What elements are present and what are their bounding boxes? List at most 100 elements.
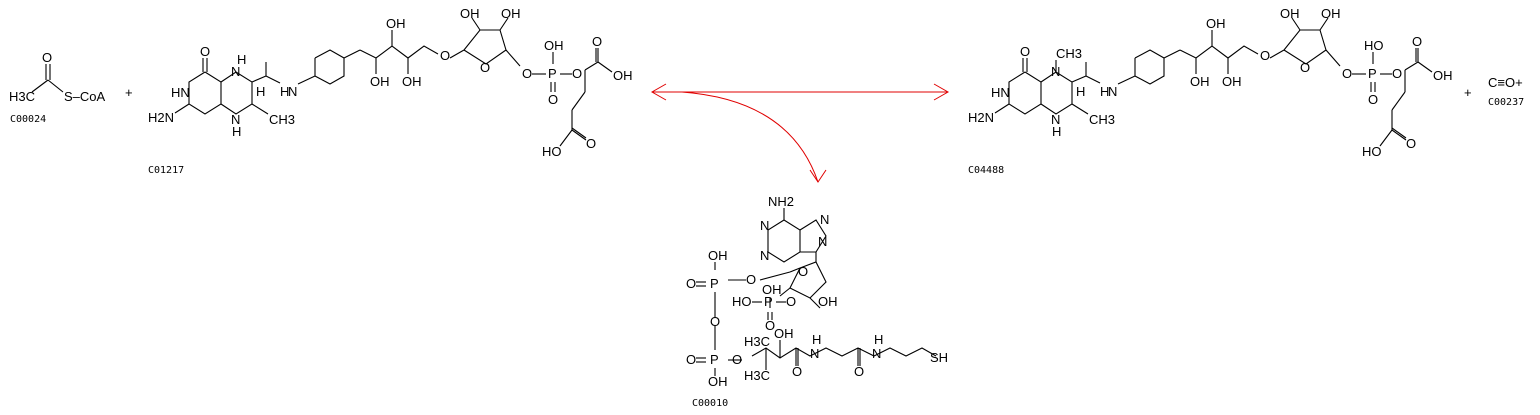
atom-p: P (764, 294, 773, 309)
atom-hn: HN (991, 85, 1010, 100)
atom-h-b: H (237, 52, 246, 67)
atom-oh-p: HO (1364, 38, 1384, 53)
atom-o-p2: O (548, 92, 558, 107)
atom-n-link: N (1108, 84, 1117, 99)
atom-h3c: H3C (744, 368, 770, 383)
atom-o-p1: O (1342, 66, 1352, 81)
atom-n-amide: N (872, 346, 881, 361)
atom-oh1: OH (1190, 74, 1210, 89)
atom-o: O (686, 276, 696, 291)
atom-oh-r2: OH (501, 6, 521, 21)
atom-o: O (1020, 44, 1030, 59)
plus-sign-2: + (1464, 85, 1472, 100)
atom-hooc: HO (542, 144, 562, 159)
atom-o-cooh2: O (586, 136, 596, 151)
atom-o-cooh: O (592, 34, 602, 49)
atom-n1: N (231, 64, 240, 79)
atom-h-link: H (1100, 84, 1109, 99)
atom-oh: OH (762, 282, 782, 297)
atom-n: N (760, 218, 769, 233)
atom-oh3: OH (402, 74, 422, 89)
atom-n: N (820, 212, 829, 227)
atom-oh2: OH (386, 16, 406, 31)
atom-h: H (874, 332, 883, 347)
compound-id-c00010: C00010 (692, 398, 728, 409)
side-arrowhead (809, 169, 827, 183)
arrowhead-right (933, 83, 950, 101)
atom-ch3: CH3 (1089, 112, 1115, 127)
atom-oh-r1: OH (1280, 6, 1300, 21)
atom-oh-cooh: OH (1433, 68, 1453, 83)
atom-o: O (798, 264, 808, 279)
atom-n: N (760, 248, 769, 263)
compound-id-c00237: C00237 (1488, 97, 1524, 108)
atom-o: O (732, 352, 742, 367)
compound-id-c01217: C01217 (148, 165, 184, 176)
atom-ho-p: HO (732, 294, 752, 309)
atom-oh-cooh: OH (613, 68, 633, 83)
atom-h3c: H3C (744, 334, 770, 349)
atom-oh3: OH (1222, 74, 1242, 89)
atom-oh-p: OH (544, 38, 564, 53)
atom-o-ring2: O (1300, 60, 1310, 75)
compound-c00237: C≡O+ C00237 (1488, 75, 1524, 108)
atom-n-link: N (288, 84, 297, 99)
atom-co: C≡O+ (1488, 75, 1523, 90)
atom-h: H (812, 332, 821, 347)
atom-h2n: H2N (968, 110, 994, 125)
plus-sign-1: + (125, 85, 133, 100)
atom-o-ring: O (440, 48, 450, 63)
atom-oh2: OH (1206, 16, 1226, 31)
atom-sh: SH (930, 350, 948, 365)
atom-oh-r1: OH (460, 6, 480, 21)
compound-c04488: O HN H2N N CH3 N H H CH3 N H OH OH OH O … (968, 6, 1453, 176)
atom-h-link: H (280, 84, 289, 99)
atom-o: O (42, 50, 52, 65)
arrowhead-left (650, 83, 667, 101)
atom-h-a: H (232, 124, 241, 139)
atom-o-p2: O (1368, 92, 1378, 107)
reaction-arrows (650, 83, 950, 183)
atom-o-ring: O (1260, 48, 1270, 63)
atom-o: O (200, 44, 210, 59)
compound-c01217: O HN H2N N N H H H CH3 N H OH OH OH O OH… (148, 6, 633, 176)
atom-p: P (710, 352, 719, 367)
atom-ch3: CH3 (269, 112, 295, 127)
atom-ch3-n: CH3 (1056, 46, 1082, 61)
atom-o: O (746, 272, 756, 287)
atom-o-p3: O (572, 66, 582, 81)
compound-c00024: O H3C S–CoA C00024 (9, 50, 106, 125)
compound-c00010: NH2 N N N N OH O OH HO P O O O OH P O O … (686, 194, 948, 409)
atom-p: P (548, 66, 557, 81)
atom-h-a: H (1052, 124, 1061, 139)
atom-n-amide: N (810, 346, 819, 361)
atom-hooc: HO (1362, 144, 1382, 159)
atom-n: N (818, 234, 827, 249)
atom-p: P (1368, 66, 1377, 81)
compound-id-c00024: C00024 (10, 114, 46, 125)
atom-h-stereo: H (1076, 84, 1085, 99)
atom-s-coa: S–CoA (64, 89, 106, 104)
atom-n2: N (1051, 112, 1060, 127)
atom-h-stereo: H (256, 84, 265, 99)
atom-o-p3: O (1392, 66, 1402, 81)
atom-oh-r2: OH (1321, 6, 1341, 21)
atom-nh2: NH2 (768, 194, 794, 209)
atom-o: O (765, 318, 775, 333)
atom-oh1: OH (370, 74, 390, 89)
compound-id-c04488: C04488 (968, 165, 1004, 176)
atom-oh: OH (818, 294, 838, 309)
atom-n2: N (231, 112, 240, 127)
atom-oh: OH (708, 374, 728, 389)
atom-o: O (786, 294, 796, 309)
atom-o: O (792, 364, 802, 379)
atom-p: P (710, 276, 719, 291)
atom-o-cooh2: O (1406, 136, 1416, 151)
atom-hn: HN (171, 85, 190, 100)
atom-oh: OH (774, 326, 794, 341)
atom-oh: OH (708, 248, 728, 263)
atom-h3c: H3C (9, 89, 35, 104)
atom-n-methyl: N (1051, 64, 1060, 79)
atom-o-p1: O (522, 66, 532, 81)
